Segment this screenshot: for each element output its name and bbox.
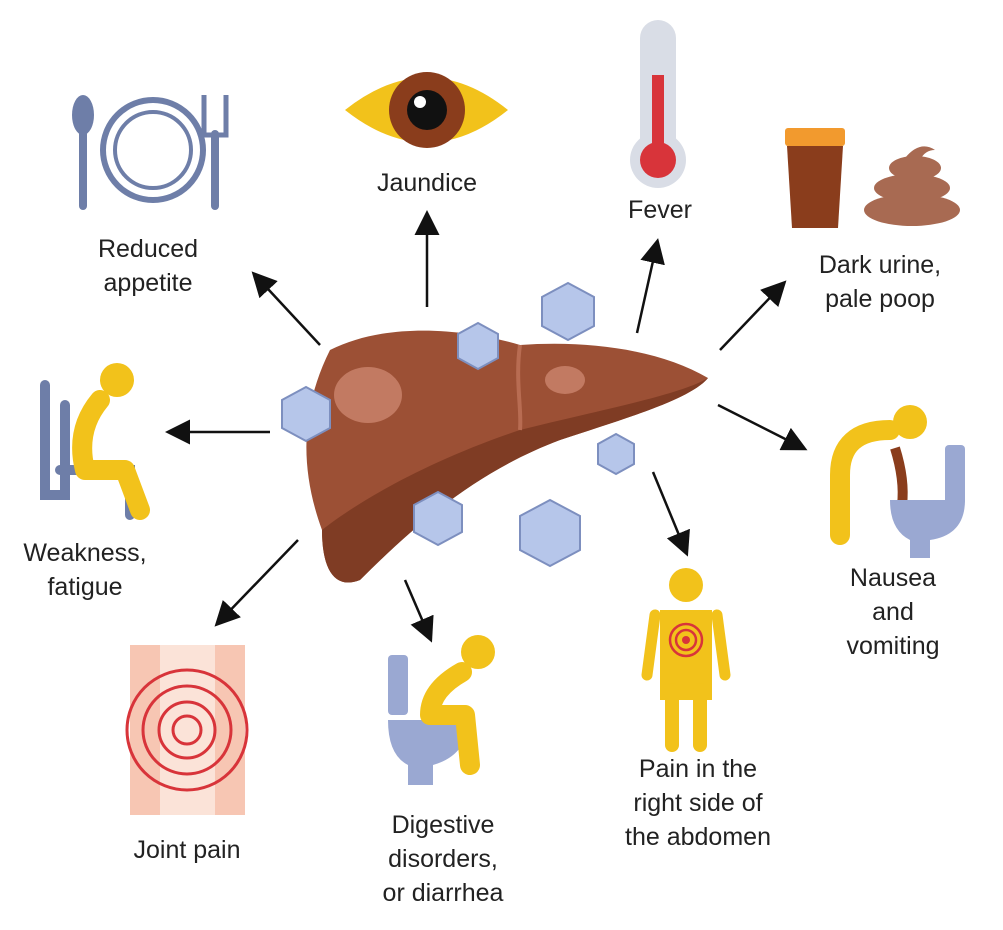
abdominal-pain-person-icon [641, 568, 731, 752]
label-abdomen-pain: Pain in the right side of the abdomen [625, 755, 771, 851]
label-dark-urine: Dark urine, pale poop [818, 251, 942, 313]
toilet-person-icon [388, 635, 495, 785]
label-digestive: Digestive disorders, or diarrhea [382, 811, 504, 907]
label-reduced-appetite: Reduced appetite [97, 235, 199, 297]
poop-icon [864, 146, 960, 226]
arrows [165, 210, 808, 643]
label-joint-pain: Joint pain [133, 836, 241, 864]
label-fever: Fever [628, 196, 692, 224]
urine-cup-icon [785, 128, 845, 228]
label-jaundice: Jaundice [376, 169, 478, 197]
joint-pain-icon [125, 645, 249, 815]
thermometer-icon [630, 20, 686, 188]
label-nausea: Nausea and vomiting [846, 564, 940, 660]
eye-icon [345, 72, 508, 148]
label-weakness: Weakness, fatigue [23, 539, 147, 601]
tired-person-icon [40, 363, 150, 520]
virus-icons [281, 281, 635, 568]
liver-icon [306, 330, 708, 583]
plate-cutlery-icon [72, 95, 229, 210]
vomiting-person-icon [830, 405, 965, 558]
